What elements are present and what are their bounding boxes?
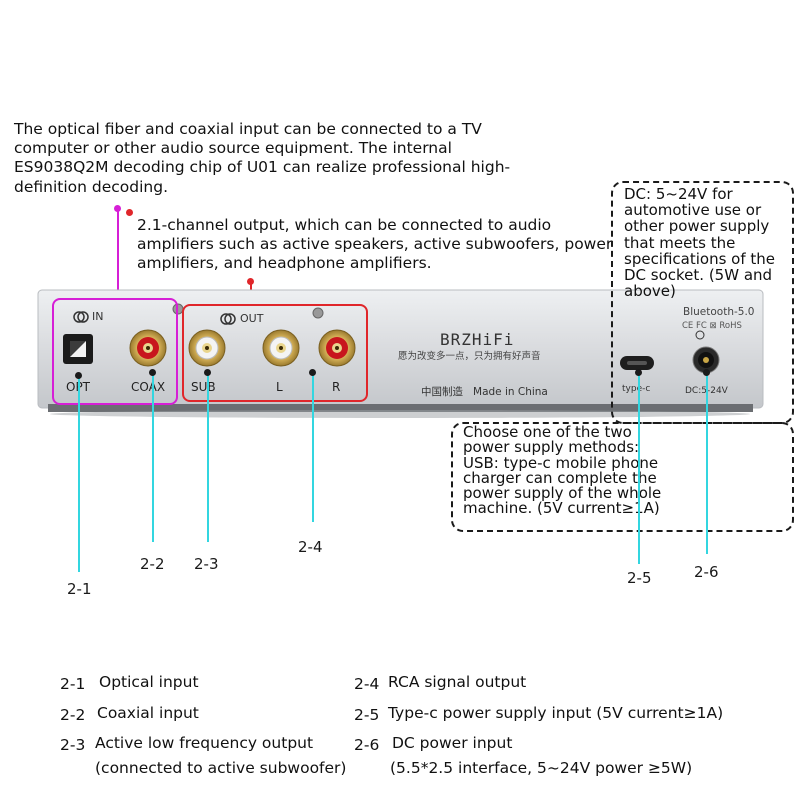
l-port-label: L [276, 380, 283, 394]
callout-2-6: 2-6 [694, 563, 719, 581]
dc-polarity-icon [695, 330, 705, 340]
callout-2-5: 2-5 [627, 569, 652, 587]
certification-marks: CE FC ⊠ RoHS [682, 321, 742, 331]
output-highlight-frame [182, 304, 368, 402]
sub-port-label: SUB [191, 380, 216, 394]
leader-2-2 [152, 372, 154, 542]
callout-2-3: 2-3 [194, 555, 219, 573]
leader-2-1 [78, 376, 80, 572]
leader-2-4 [312, 372, 314, 522]
r-rca-jack [318, 329, 356, 367]
output-leader-dot [126, 209, 133, 216]
dc-port [692, 346, 720, 374]
leader-dot-2-2 [149, 369, 156, 376]
leader-2-3 [207, 372, 209, 542]
leader-dot-2-4 [309, 369, 316, 376]
slogan: 愿为改变多一点，只为拥有好声音 [398, 351, 541, 362]
leader-dot-2-1 [75, 372, 82, 379]
leader-2-5 [638, 372, 640, 564]
leader-2-6 [706, 372, 708, 554]
sub-rca-jack [188, 329, 226, 367]
dc-power-note: DC: 5~24V for automotive use or other po… [624, 185, 776, 301]
typec-label: type-c [622, 384, 651, 394]
leader-dot-2-5 [635, 369, 642, 376]
brand-logo: BRZHiFi [440, 330, 515, 349]
leader-dot-2-6 [703, 369, 710, 376]
made-in-china: 中国制造 Made in China [421, 386, 548, 398]
l-rca-jack [262, 329, 300, 367]
callout-2-2: 2-2 [140, 555, 165, 573]
coax-rca-jack [129, 329, 167, 367]
r-port-label: R [332, 380, 341, 394]
coax-port-label: COAX [131, 380, 166, 394]
out-symbol-icon [220, 313, 232, 325]
output-label: OUT [240, 312, 264, 325]
usb-power-note: Choose one of the two power supply metho… [463, 423, 662, 518]
optical-input-note: The optical fiber and coaxial input can … [14, 120, 511, 196]
callout-2-4: 2-4 [298, 538, 323, 556]
callout-2-1: 2-1 [67, 580, 92, 598]
input-label: IN [92, 310, 104, 323]
bluetooth-label: Bluetooth-5.0 [683, 306, 755, 318]
input-leader-dot [114, 205, 121, 212]
usb-note-box [451, 422, 794, 532]
screw-icon [312, 307, 324, 319]
output-note: 2.1-channel output, which can be connect… [137, 216, 613, 273]
in-symbol-icon [73, 311, 85, 323]
input-highlight-frame [52, 298, 178, 405]
input-leader-line [117, 210, 119, 300]
chassis-base [48, 404, 753, 412]
leader-dot-2-3 [204, 369, 211, 376]
output-leader-top-dot [247, 278, 254, 285]
